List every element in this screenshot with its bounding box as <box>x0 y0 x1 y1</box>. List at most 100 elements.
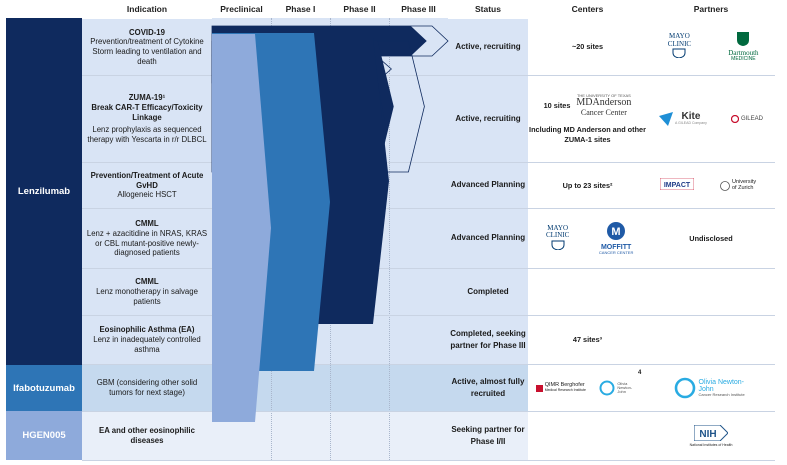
indication-title: COVID-19 <box>129 27 165 37</box>
header-centers: Centers <box>571 4 604 14</box>
qimr-icon <box>535 384 543 392</box>
logo-text: CANCER CENTER <box>598 250 634 256</box>
logo-text: Cancer Research Institute <box>698 392 745 398</box>
logo-text: Medical Research Institute <box>544 388 586 393</box>
partners-cell: Undisclosed <box>647 209 775 268</box>
dartmouth-logo: Dartmouth MEDICINE <box>728 31 759 63</box>
olivia-logo: 4 Olivia Newton-John <box>599 370 641 396</box>
indication-title: EA and other eosinophilic diseases <box>99 426 195 445</box>
nih-icon: NIH <box>693 424 729 442</box>
kite-icon <box>659 111 674 126</box>
svg-text:M: M <box>612 226 621 238</box>
centers-text: 10 sites <box>543 100 571 110</box>
mayo-clinic-logo: MAYO CLINIC <box>542 223 574 252</box>
partners-cell: IMPACT University of Zurich <box>647 163 775 208</box>
logo-text: NIH <box>699 429 716 440</box>
indication-cell: CMML Lenz monotherapy in salvage patient… <box>82 269 212 315</box>
status-cell: Advanced Planning <box>448 163 528 208</box>
nih-logo: NIH National Institutes of Health <box>689 424 733 447</box>
indication-cell: COVID-19 Prevention/treatment of Cytokin… <box>82 19 212 75</box>
centers-cell: MAYO CLINIC M MOFFITT CANCER CENTER <box>529 209 646 268</box>
shield-icon <box>672 48 686 59</box>
indication-title: GBM (considering other solid tumors for … <box>96 378 198 397</box>
indication-cell: GBM (considering other solid tumors for … <box>82 365 212 411</box>
gilead-icon <box>730 115 739 123</box>
centers-cell <box>529 269 646 315</box>
partners-cell: MAYO CLINIC Dartmouth MEDICINE <box>647 19 775 75</box>
seal-icon <box>720 180 730 191</box>
logo-text: MEDICINE <box>731 56 756 63</box>
centers-cell <box>529 412 646 460</box>
centers-cell: 10 sites THE UNIVERSITY OF TEXAS MDAnder… <box>529 76 646 162</box>
indication-desc: Prevention/treatment of Cytokine Storm l… <box>90 37 204 66</box>
shield-icon <box>551 240 565 251</box>
logo-text: A GILEAD Company <box>675 121 707 126</box>
md-anderson-logo: THE UNIVERSITY OF TEXAS MDAnderson Cance… <box>576 92 632 117</box>
logo-text: Olivia Newton-John <box>617 380 633 395</box>
drug-name: HGEN005 <box>22 430 66 441</box>
centers-top: 10 sites THE UNIVERSITY OF TEXAS MDAnder… <box>543 92 632 117</box>
logo-text: MAYO CLINIC <box>545 223 570 240</box>
logo-text: National Institutes of Health <box>689 442 733 447</box>
olivia-ring-icon <box>674 377 695 399</box>
row-divider <box>82 315 775 316</box>
zurich-logo: University of Zurich <box>720 178 762 192</box>
partners-cell <box>647 269 775 315</box>
centers-cell: Up to 23 sites² <box>529 163 646 208</box>
phase-divider <box>389 18 390 460</box>
row-divider <box>82 268 775 269</box>
status-cell: Seeking partner for Phase I/II <box>448 412 528 460</box>
indication-subtitle: Break CAR-T Efficacy/Toxicity Linkage <box>91 102 203 122</box>
centers-text: ~20 sites <box>571 42 604 52</box>
status-cell: Advanced Planning <box>448 209 528 268</box>
logo-text: MDAnderson <box>576 97 632 109</box>
indication-title: CMML <box>135 219 159 229</box>
logo-text: Dartmouth <box>728 49 759 58</box>
logo-text: MOFFITT <box>600 244 632 252</box>
indication-cell: Prevention/Treatment of Acute GvHD Allog… <box>82 163 212 208</box>
indication-desc: Lenz monotherapy in salvage patients <box>96 287 198 306</box>
drug-name: Ifabotuzumab <box>13 382 75 394</box>
logo-text: IMPACT <box>664 182 691 189</box>
indication-desc: Lenz prophylaxis as sequenced therapy wi… <box>87 125 207 145</box>
logo-text: QIMR Berghofer <box>544 382 585 389</box>
row-divider <box>82 460 775 461</box>
progress-arrow <box>212 34 271 422</box>
header-phase1: Phase I <box>285 4 316 14</box>
drug-hgen005: HGEN005 <box>6 411 82 460</box>
header-partners: Partners <box>693 4 729 14</box>
indication-cell: EA and other eosinophilic diseases <box>82 412 212 460</box>
mayo-clinic-logo: MAYO CLINIC <box>663 33 695 60</box>
indication-cell: ZUMA-19¹ Break CAR-T Efficacy/Toxicity L… <box>82 76 212 162</box>
partners-cell: Olivia Newton-John Cancer Research Insti… <box>647 365 775 411</box>
footnote: 4 <box>637 370 642 376</box>
drug-ifabotuzumab: Ifabotuzumab <box>6 365 82 411</box>
logo-text: THE UNIVERSITY OF TEXAS <box>576 92 631 98</box>
partners-text: Undisclosed <box>689 234 733 243</box>
indication-cell: CMML Lenz + azacitidine in NRAS, KRAS or… <box>82 209 212 268</box>
gilead-logo: GILEAD <box>730 115 763 123</box>
status-cell: Active, recruiting <box>448 76 528 162</box>
status-cell: Active, almost fully recruited <box>448 365 528 411</box>
partners-cell <box>647 316 775 364</box>
header-phase3: Phase III <box>401 4 436 14</box>
header-status: Status <box>475 4 501 14</box>
header-phase2: Phase II <box>343 4 376 14</box>
centers-text: Including MD Anderson and other ZUMA-1 s… <box>529 125 646 144</box>
centers-text: Up to 23 sites² <box>562 180 613 190</box>
indication-title: Prevention/Treatment of Acute GvHD <box>90 170 204 190</box>
partners-cell: Kite A GILEAD Company GILEAD <box>647 76 775 162</box>
indication-desc: Lenz + azacitidine in NRAS, KRAS or CBL … <box>86 228 208 258</box>
centers-text: 47 sites³ <box>572 335 603 345</box>
olivia-logo: Olivia Newton-John Cancer Research Insti… <box>674 377 749 399</box>
logo-text: University of Zurich <box>732 178 757 191</box>
row-divider <box>82 75 775 76</box>
indication-cell: Eosinophilic Asthma (EA) Lenz in inadequ… <box>82 316 212 364</box>
partners-cell: NIH National Institutes of Health <box>647 412 775 460</box>
kite-logo: Kite A GILEAD Company <box>659 111 707 126</box>
drug-name: Lenzilumab <box>17 186 71 197</box>
moffitt-logo: M MOFFITT CANCER CENTER <box>599 221 633 255</box>
impact-logo: IMPACT <box>659 177 695 193</box>
centers-cell: 47 sites³ <box>529 316 646 364</box>
